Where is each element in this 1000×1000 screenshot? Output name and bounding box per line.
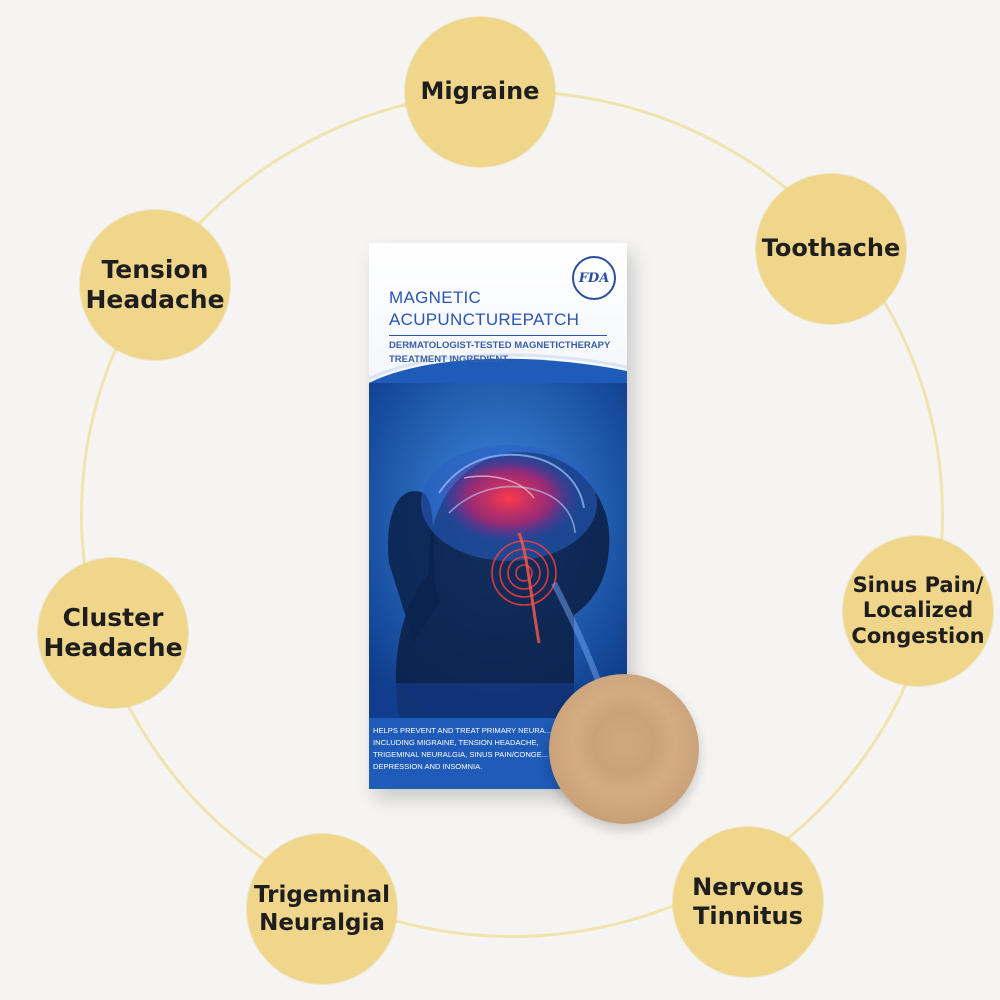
bubble-migraine: Migraine (405, 17, 555, 167)
product-box: FDA MAGNETIC ACUPUNCTUREPATCH DERMATOLOG… (369, 243, 627, 789)
title-line-1: MAGNETIC (389, 288, 482, 307)
bubble-toothache: Toothache (756, 174, 906, 324)
bubble-label: Cluster Headache (43, 602, 183, 663)
bubble-label: Nervous Tinnitus (692, 872, 804, 930)
title-underline (389, 335, 607, 336)
bubble-label: Trigeminal Neuralgia (253, 881, 391, 936)
brain-head-illustration (369, 383, 627, 718)
product-subtitle: DERMATOLOGIST-TESTED MAGNETICTHERAPY TRE… (389, 340, 611, 365)
bubble-label: Tension Headache (85, 254, 225, 315)
bubble-tension-headache: Tension Headache (80, 210, 230, 360)
bubble-label: Sinus Pain/ Localized Congestion (851, 572, 985, 648)
bubble-cluster-headache: Cluster Headache (38, 558, 188, 708)
product-title: MAGNETIC ACUPUNCTUREPATCH (389, 287, 619, 331)
fda-badge-text: FDA (578, 270, 610, 286)
bubble-sinus-pain: Sinus Pain/ Localized Congestion (843, 536, 993, 686)
bubble-label: Migraine (420, 77, 540, 106)
bubble-trigeminal-neuralgia: Trigeminal Neuralgia (247, 834, 397, 984)
bubble-label: Toothache (761, 234, 901, 263)
product-description: HELPS PREVENT AND TREAT PRIMARY NEURA...… (373, 726, 552, 771)
bubble-nervous-tinnitus: Nervous Tinnitus (673, 827, 823, 977)
patch-sample-image (549, 674, 699, 824)
title-line-2: ACUPUNCTUREPATCH (389, 310, 580, 329)
fda-badge-icon: FDA (572, 256, 616, 300)
